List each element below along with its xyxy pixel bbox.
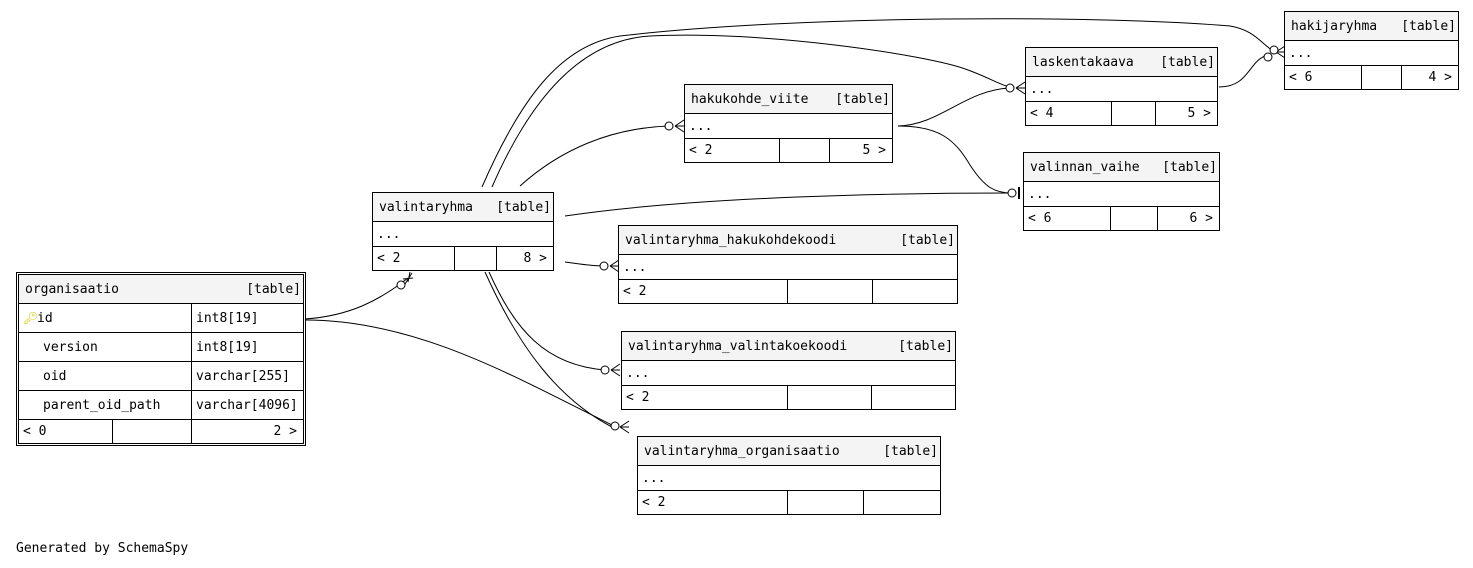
table-header: organisaatio [table] (19, 275, 303, 304)
column-type: varchar[4096] (196, 397, 298, 413)
table-header: valintaryhma_hakukohdekoodi [table] (619, 226, 957, 255)
parents-count[interactable]: < 2 (619, 280, 788, 303)
table-footer: < 6 4 > (1285, 66, 1458, 89)
column-name: parent_oid_path (43, 397, 161, 413)
table-footer: < 2 8 > (373, 247, 553, 270)
children-count[interactable]: 5 > (1187, 106, 1211, 121)
table-type-tag: [table] (898, 338, 953, 354)
collapsed-columns: ... (1024, 182, 1219, 207)
children-count[interactable]: 2 > (273, 424, 297, 439)
table-type-tag: [table] (900, 232, 955, 248)
table-valintaryhma-organisaatio[interactable]: valintaryhma_organisaatio [table] ... < … (637, 436, 941, 515)
column-type: int8[19] (196, 339, 259, 355)
parents-count[interactable]: < 2 (622, 386, 788, 409)
table-type-tag: [table] (883, 443, 938, 459)
children-count[interactable] (873, 280, 957, 303)
table-name: hakijaryhma (1291, 18, 1378, 34)
table-type-tag: [table] (1162, 159, 1217, 175)
table-type-tag: [table] (1401, 18, 1456, 34)
collapsed-columns: ... (685, 114, 892, 139)
column-row-parent-oid-path[interactable]: parent_oid_path varchar[4096] (19, 391, 303, 420)
table-name: organisaatio (25, 281, 119, 297)
table-name: hakukohde_viite (691, 91, 809, 107)
table-type-tag: [table] (835, 91, 890, 107)
parents-count[interactable]: < 0 (19, 420, 113, 443)
edge-valintaryhma-hakijaryhma (481, 18, 1276, 188)
table-valintaryhma-valintakoekoodi[interactable]: valintaryhma_valintakoekoodi [table] ...… (621, 331, 956, 410)
children-count[interactable] (864, 491, 940, 514)
collapsed-columns: ... (1285, 41, 1458, 66)
table-valinnan-vaihe[interactable]: valinnan_vaihe [table] ... < 6 6 > (1023, 152, 1220, 231)
table-hakijaryhma[interactable]: hakijaryhma [table] ... < 6 4 > (1284, 11, 1459, 90)
edge-valintaryhma-laskentakaava (491, 34, 1011, 188)
table-footer: < 2 5 > (685, 139, 892, 162)
parents-count[interactable]: < 6 (1024, 207, 1111, 230)
table-name: valintaryhma_valintakoekoodi (628, 338, 848, 354)
table-header: valintaryhma_valintakoekoodi [table] (622, 332, 955, 361)
parents-count[interactable]: < 2 (685, 139, 780, 162)
edge-valintaryhma-valintakoekoodi (488, 271, 606, 371)
table-footer: < 2 (619, 280, 957, 303)
table-header: laskentakaava [table] (1026, 48, 1217, 77)
edge-laskentakaava-hakijaryhma (1218, 54, 1269, 88)
children-count[interactable]: 4 > (1428, 70, 1452, 85)
table-type-tag: [table] (246, 281, 301, 297)
children-count[interactable]: 6 > (1189, 211, 1213, 226)
collapsed-columns: ... (619, 255, 957, 280)
column-name: id (37, 310, 53, 326)
parents-count[interactable]: < 2 (373, 247, 455, 270)
edge-organisaatio-valintaryhma (304, 277, 409, 320)
table-footer: < 4 5 > (1026, 102, 1217, 125)
column-name: version (43, 339, 98, 355)
table-hakukohde-viite[interactable]: hakukohde_viite [table] ... < 2 5 > (684, 84, 893, 163)
edge-valintaryhma-hakukohdekoodi (564, 261, 605, 267)
table-name: laskentakaava (1032, 54, 1134, 70)
edge-organisaatio-valintaryhma-organisaatio (304, 319, 619, 429)
generated-by-credit: Generated by SchemaSpy (16, 541, 189, 556)
table-footer: < 6 6 > (1024, 207, 1219, 230)
table-header: valintaryhma [table] (373, 193, 553, 222)
table-footer: < 2 (638, 491, 940, 514)
table-header: valintaryhma_organisaatio [table] (638, 437, 940, 466)
collapsed-columns: ... (1026, 77, 1217, 102)
table-header: hakijaryhma [table] (1285, 12, 1458, 41)
collapsed-columns: ... (373, 222, 553, 247)
collapsed-columns: ... (622, 361, 955, 386)
children-count[interactable] (872, 386, 955, 409)
table-organisaatio[interactable]: organisaatio [table] 🔑︎id int8[19] versi… (16, 272, 306, 446)
table-laskentakaava[interactable]: laskentakaava [table] ... < 4 5 > (1025, 47, 1218, 126)
parents-count[interactable]: < 4 (1026, 102, 1112, 125)
table-name: valinnan_vaihe (1030, 159, 1140, 175)
table-valintaryhma-hakukohdekoodi[interactable]: valintaryhma_hakukohdekoodi [table] ... … (618, 225, 958, 304)
table-type-tag: [table] (1160, 54, 1215, 70)
parents-count[interactable]: < 2 (638, 491, 788, 514)
parents-count[interactable]: < 6 (1285, 66, 1362, 89)
table-type-tag: [table] (496, 199, 551, 215)
primary-key-icon: 🔑︎ (23, 311, 39, 325)
table-header: valinnan_vaihe [table] (1024, 153, 1219, 182)
children-count[interactable]: 8 > (523, 251, 547, 266)
edge-hakukohde-viite-laskentakaava (897, 87, 1011, 127)
edge-valintaryhma-hakukohde-viite (519, 125, 670, 187)
edge-valintaryhma-valinnan-vaihe (564, 192, 1013, 217)
table-name: valintaryhma_hakukohdekoodi (625, 232, 837, 248)
table-name: valintaryhma_organisaatio (644, 443, 840, 459)
column-row-id[interactable]: 🔑︎id int8[19] (19, 304, 303, 333)
table-name: valintaryhma (379, 199, 473, 215)
column-name: oid (43, 368, 67, 384)
column-row-oid[interactable]: oid varchar[255] (19, 362, 303, 391)
table-footer: < 2 (622, 386, 955, 409)
edge-valintaryhma-valintaryhma-organisaatio (484, 271, 613, 428)
table-valintaryhma[interactable]: valintaryhma [table] ... < 2 8 > (372, 192, 554, 271)
column-type: varchar[255] (196, 368, 290, 384)
children-count[interactable]: 5 > (862, 143, 886, 158)
edge-hakukohde-viite-valinnan-vaihe (897, 125, 1013, 194)
table-header: hakukohde_viite [table] (685, 85, 892, 114)
table-footer: < 0 2 > (19, 420, 303, 443)
column-type: int8[19] (196, 310, 259, 326)
collapsed-columns: ... (638, 466, 940, 491)
column-row-version[interactable]: version int8[19] (19, 333, 303, 362)
